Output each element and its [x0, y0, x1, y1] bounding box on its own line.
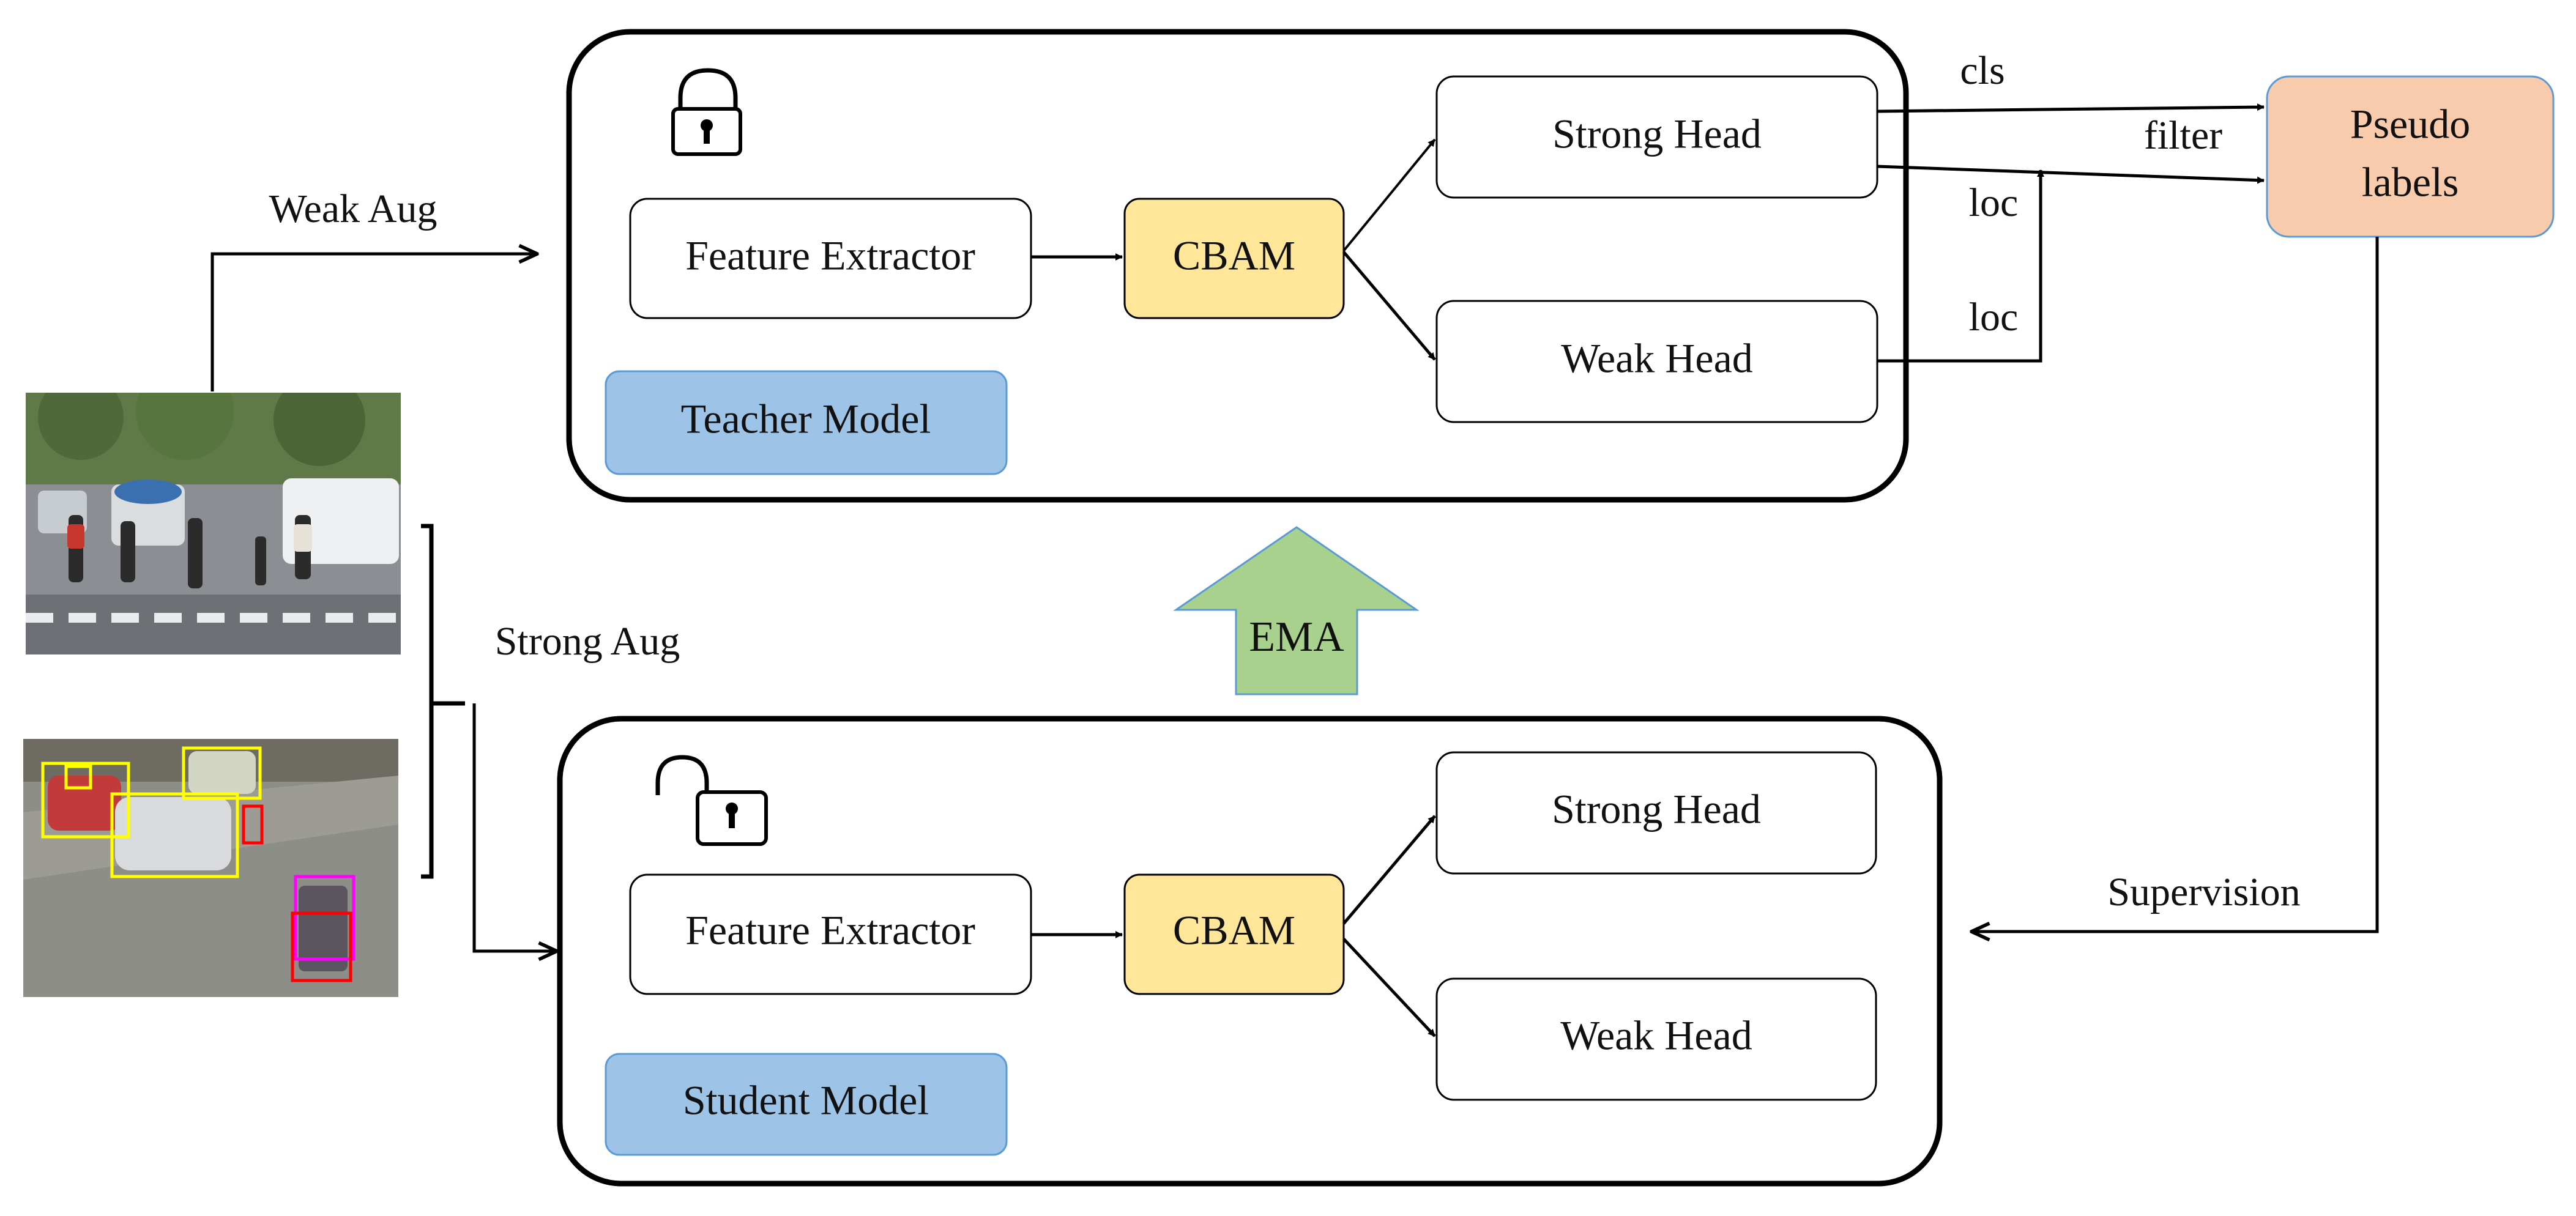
strong-aug-bracket — [421, 524, 434, 879]
strong-aug-label: Strong Aug — [495, 619, 680, 664]
locked-padlock-icon — [671, 68, 742, 156]
teacher-feature-extractor-label: Feature Extractor — [685, 232, 975, 279]
student-model-frame — [557, 716, 1943, 1187]
ema-arrow-shape — [1173, 526, 1420, 695]
street-crosswalk-pedestrians-photo — [26, 393, 401, 654]
pseudo-labels-node: Pseudo labels — [2266, 75, 2555, 238]
student-feature-extractor-label: Feature Extractor — [685, 907, 975, 954]
teacher-cbam-label: CBAM — [1173, 232, 1295, 279]
student-model-label: Student Model — [683, 1077, 929, 1124]
filter-label: filter — [2144, 113, 2222, 158]
supervision-arrow — [1971, 237, 2379, 932]
filter-arrow — [1877, 165, 2265, 184]
teacher-cbam-to-weak-arrow — [1342, 251, 1436, 361]
weak-loc-arrow — [1877, 169, 2044, 363]
cls-arrow — [1877, 103, 2265, 113]
teacher-model-label: Teacher Model — [681, 396, 931, 442]
weak-aug-arrow — [210, 254, 537, 391]
student-strong-head-label: Strong Head — [1552, 786, 1761, 832]
pseudo-labels-line2: labels — [2362, 159, 2459, 206]
teacher-model-frame — [566, 29, 1909, 503]
pseudo-labels-box — [2266, 75, 2555, 238]
loc-label-lower: loc — [1969, 295, 2019, 339]
student-weak-head-label: Weak Head — [1560, 1012, 1752, 1059]
teacher-weak-head-label: Weak Head — [1561, 335, 1753, 382]
student-cbam-label: CBAM — [1173, 907, 1295, 954]
student-strong-head-box — [1435, 751, 1877, 875]
teacher-model-group: Feature Extractor CBAM Strong Head Weak … — [566, 29, 1909, 503]
supervision-label: Supervision — [2107, 870, 2300, 914]
ema-label: EMA — [1249, 614, 1344, 661]
student-cbam-box — [1123, 873, 1345, 995]
weak-aug-label: Weak Aug — [269, 187, 437, 231]
student-weak-head-box — [1435, 977, 1877, 1101]
teacher-cbam-box — [1123, 198, 1345, 319]
student-cbam-to-weak-arrow — [1342, 938, 1436, 1037]
student-model-group: Feature Extractor CBAM Strong Head Weak … — [557, 716, 1943, 1187]
strong-aug-arrow — [472, 703, 557, 951]
student-model-label-box — [605, 1053, 1008, 1156]
teacher-model-label-box — [605, 370, 1008, 475]
cls-label: cls — [1960, 48, 2005, 93]
street-detection-bounding-boxes-photo — [23, 739, 398, 997]
teacher-cbam-to-strong-arrow — [1342, 138, 1436, 252]
pseudo-labels-line1: Pseudo — [2350, 101, 2470, 147]
unlocked-padlock-icon — [655, 755, 768, 846]
teacher-strong-head-label: Strong Head — [1552, 111, 1762, 157]
ema-arrow: EMA — [1173, 526, 1420, 695]
loc-label-upper: loc — [1969, 180, 2019, 225]
student-cbam-to-strong-arrow — [1342, 815, 1436, 925]
teacher-strong-head-box — [1435, 75, 1878, 199]
